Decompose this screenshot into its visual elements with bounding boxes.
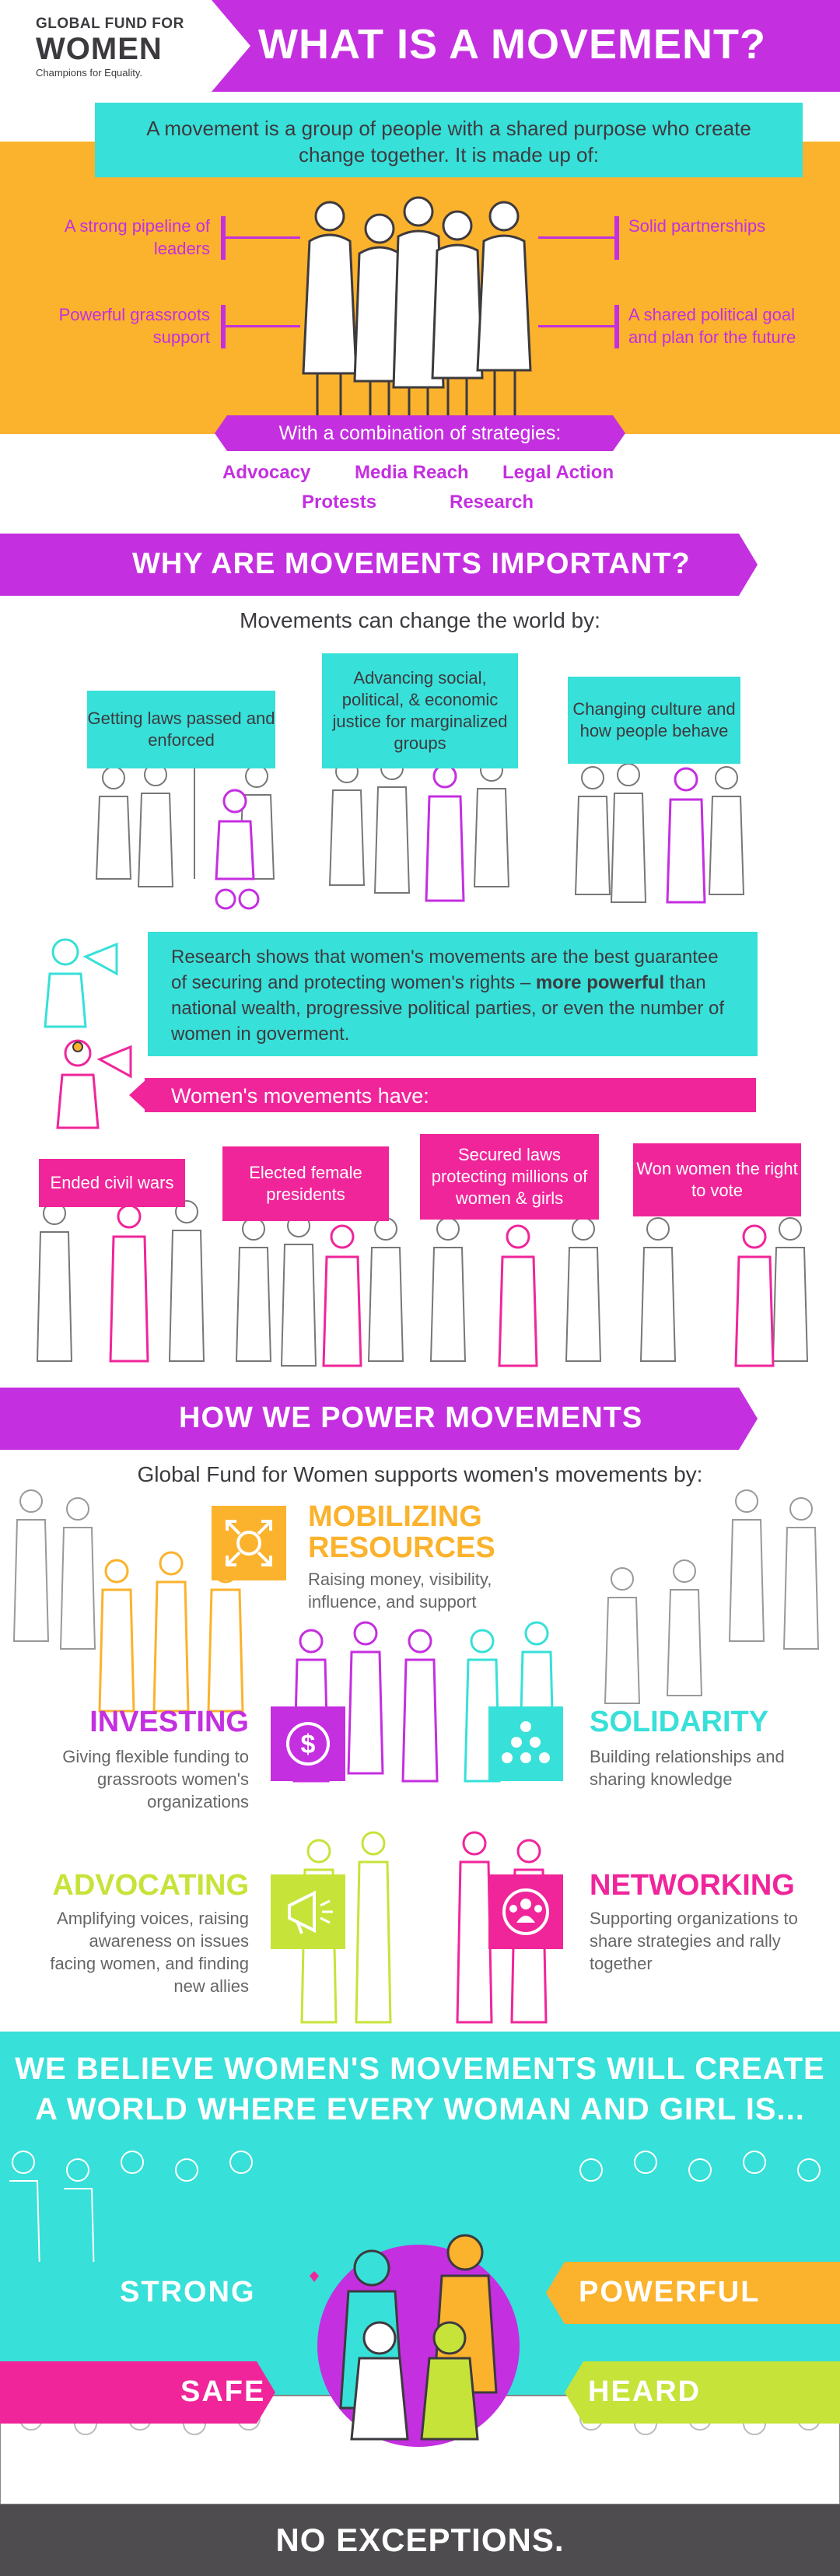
investing-title: INVESTING [89, 1706, 249, 1738]
sign-culture-text: Changing culture and how people behave [572, 699, 736, 740]
women-group-illustration [302, 196, 532, 428]
sign-secured-laws: Secured laws protecting millions of wome… [420, 1134, 599, 1220]
sign-ended-civil-wars: Ended civil wars [39, 1159, 185, 1207]
section3-subtitle: Global Fund for Women supports women's m… [137, 1462, 703, 1486]
strategy-research: Research [450, 492, 534, 513]
definition-box: A movement is a group of people with a s… [95, 103, 803, 177]
sign-justice: Advancing social, political, & economic … [322, 653, 518, 768]
mobilizing-desc: Raising money, visibility, influence, an… [308, 1570, 492, 1612]
word-safe: SAFE [180, 2375, 266, 2408]
word-strong-banner: STRONG [0, 2262, 294, 2324]
crowd-illustration [36, 1200, 205, 1363]
strategy-media-reach: Media Reach [355, 462, 469, 483]
networking-desc: Supporting organizations to share strate… [590, 1909, 798, 1973]
connector-line [226, 236, 300, 239]
mobilizing-title-line1: MOBILIZING [308, 1500, 482, 1533]
sign-secured-laws-text: Secured laws protecting millions of wome… [431, 1145, 588, 1208]
investing-desc: Giving flexible funding to grassroots wo… [62, 1747, 249, 1811]
believe-line1: WE BELIEVE WOMEN'S MOVEMENTS WILL CREATE [15, 2052, 825, 2086]
research-box: Research shows that women's movements ar… [148, 932, 758, 1056]
definition-text: A movement is a group of people with a s… [146, 117, 751, 166]
sign-elected-presidents: Elected female presidents [222, 1146, 389, 1221]
believe-statement: WE BELIEVE WOMEN'S MOVEMENTS WILL CREATE… [0, 2049, 840, 2130]
footer-text: NO EXCEPTIONS. [275, 2522, 565, 2558]
word-safe-banner: SAFE [0, 2361, 275, 2424]
sign-right-to-vote-text: Won women the right to vote [636, 1159, 798, 1200]
section3-banner: HOW WE POWER MOVEMENTS [0, 1388, 758, 1450]
sign-elected-presidents-text: Elected female presidents [249, 1163, 362, 1204]
crowd-illustration [574, 763, 745, 904]
bracket-leaders [221, 216, 226, 260]
section2-subtitle: Movements can change the world by: [240, 608, 600, 632]
networking-title: NETWORKING [590, 1869, 795, 1902]
sign-culture: Changing culture and how people behave [568, 677, 740, 764]
people-circle-icon [488, 1874, 563, 1949]
strategies-banner: With a combination of strategies: [215, 415, 625, 451]
crowd-illustration [95, 762, 275, 910]
research-text-post: than national wealth, progressive politi… [171, 972, 725, 1045]
banner-notch [212, 0, 250, 92]
mobilizing-title: MOBILIZING RESOURCES [308, 1501, 495, 1563]
logo-line-2: WOMEN [36, 32, 163, 66]
connector-line [538, 325, 614, 327]
sign-ended-civil-wars-text: Ended civil wars [50, 1173, 174, 1192]
logo-line-1: GLOBAL FUND FOR [36, 16, 184, 32]
solidarity-title: SOLIDARITY [590, 1706, 769, 1738]
sign-laws-passed-text: Getting laws passed and enforced [87, 709, 275, 750]
crowd-illustration [328, 757, 510, 902]
bracket-grassroots [221, 305, 226, 348]
sign-laws-passed: Getting laws passed and enforced [87, 691, 275, 768]
pillar-leaders: A strong pipeline of leaders [64, 216, 210, 258]
triangle-dots-icon [488, 1706, 563, 1781]
section2-banner: WHY ARE MOVEMENTS IMPORTANT? [0, 534, 758, 596]
connector-line [226, 325, 300, 327]
sign-justice-text: Advancing social, political, & economic … [332, 668, 508, 753]
strategy-legal-action: Legal Action [502, 462, 614, 483]
strategy-protests: Protests [302, 492, 377, 513]
word-heard: HEARD [588, 2375, 702, 2408]
research-text-pre: Research shows that women's movements ar… [171, 947, 719, 993]
connector-line [538, 236, 614, 239]
believe-line2: A WORLD WHERE EVERY WOMAN AND GIRL IS... [35, 2092, 805, 2126]
center-figures-illustration [310, 2234, 520, 2447]
bracket-partnerships [614, 216, 619, 260]
pillar-political-goal: A shared political goal and plan for the… [628, 305, 796, 347]
header: GLOBAL FUND FOR WOMEN Champions for Equa… [0, 0, 840, 92]
logo: GLOBAL FUND FOR WOMEN Champions for Equa… [36, 16, 215, 86]
word-powerful-banner: POWERFUL [546, 2262, 840, 2324]
svg-text:$: $ [301, 1730, 316, 1759]
megaphone-women-illustration [44, 938, 132, 1129]
bracket-political-goal [614, 305, 619, 348]
word-strong: STRONG [120, 2276, 256, 2308]
strategies-banner-shape [215, 415, 625, 451]
network-arrows-icon [212, 1506, 286, 1580]
section2-title: WHY ARE MOVEMENTS IMPORTANT? [132, 548, 691, 580]
research-text: Research shows that women's movements ar… [171, 944, 739, 1047]
movements-have-text: Women's movements have: [171, 1084, 429, 1108]
megaphone-icon [271, 1874, 345, 1949]
word-powerful: POWERFUL [579, 2276, 761, 2308]
logo-tagline: Champions for Equality. [36, 67, 143, 79]
advocating-title: ADVOCATING [52, 1869, 249, 1902]
pillar-partnerships: Solid partnerships [628, 216, 766, 236]
crowd-illustration [639, 1217, 809, 1367]
page-title: WHAT IS A MOVEMENT? [258, 21, 766, 68]
crowd-illustration [429, 1217, 602, 1367]
dollar-icon: $ [271, 1706, 345, 1781]
crowd-illustration [235, 1214, 404, 1367]
solidarity-desc: Building relationships and sharing knowl… [590, 1747, 785, 1789]
strategy-advocacy: Advocacy [222, 462, 311, 483]
word-heard-banner: HEARD [565, 2361, 840, 2424]
movements-have-banner: Women's movements have: [129, 1078, 756, 1112]
pillar-grassroots: Powerful grassroots support [58, 305, 210, 347]
mobilizing-title-line2: RESOURCES [308, 1531, 495, 1564]
research-text-bold: more powerful [535, 972, 665, 993]
advocating-desc: Amplifying voices, raising awareness on … [50, 1909, 249, 1996]
title-banner: WHAT IS A MOVEMENT? [212, 0, 840, 92]
section3-title: HOW WE POWER MOVEMENTS [179, 1402, 643, 1434]
strategies-title: With a combination of strategies: [278, 422, 562, 444]
sign-right-to-vote: Won women the right to vote [633, 1143, 801, 1216]
footer: NO EXCEPTIONS. [0, 2504, 840, 2576]
